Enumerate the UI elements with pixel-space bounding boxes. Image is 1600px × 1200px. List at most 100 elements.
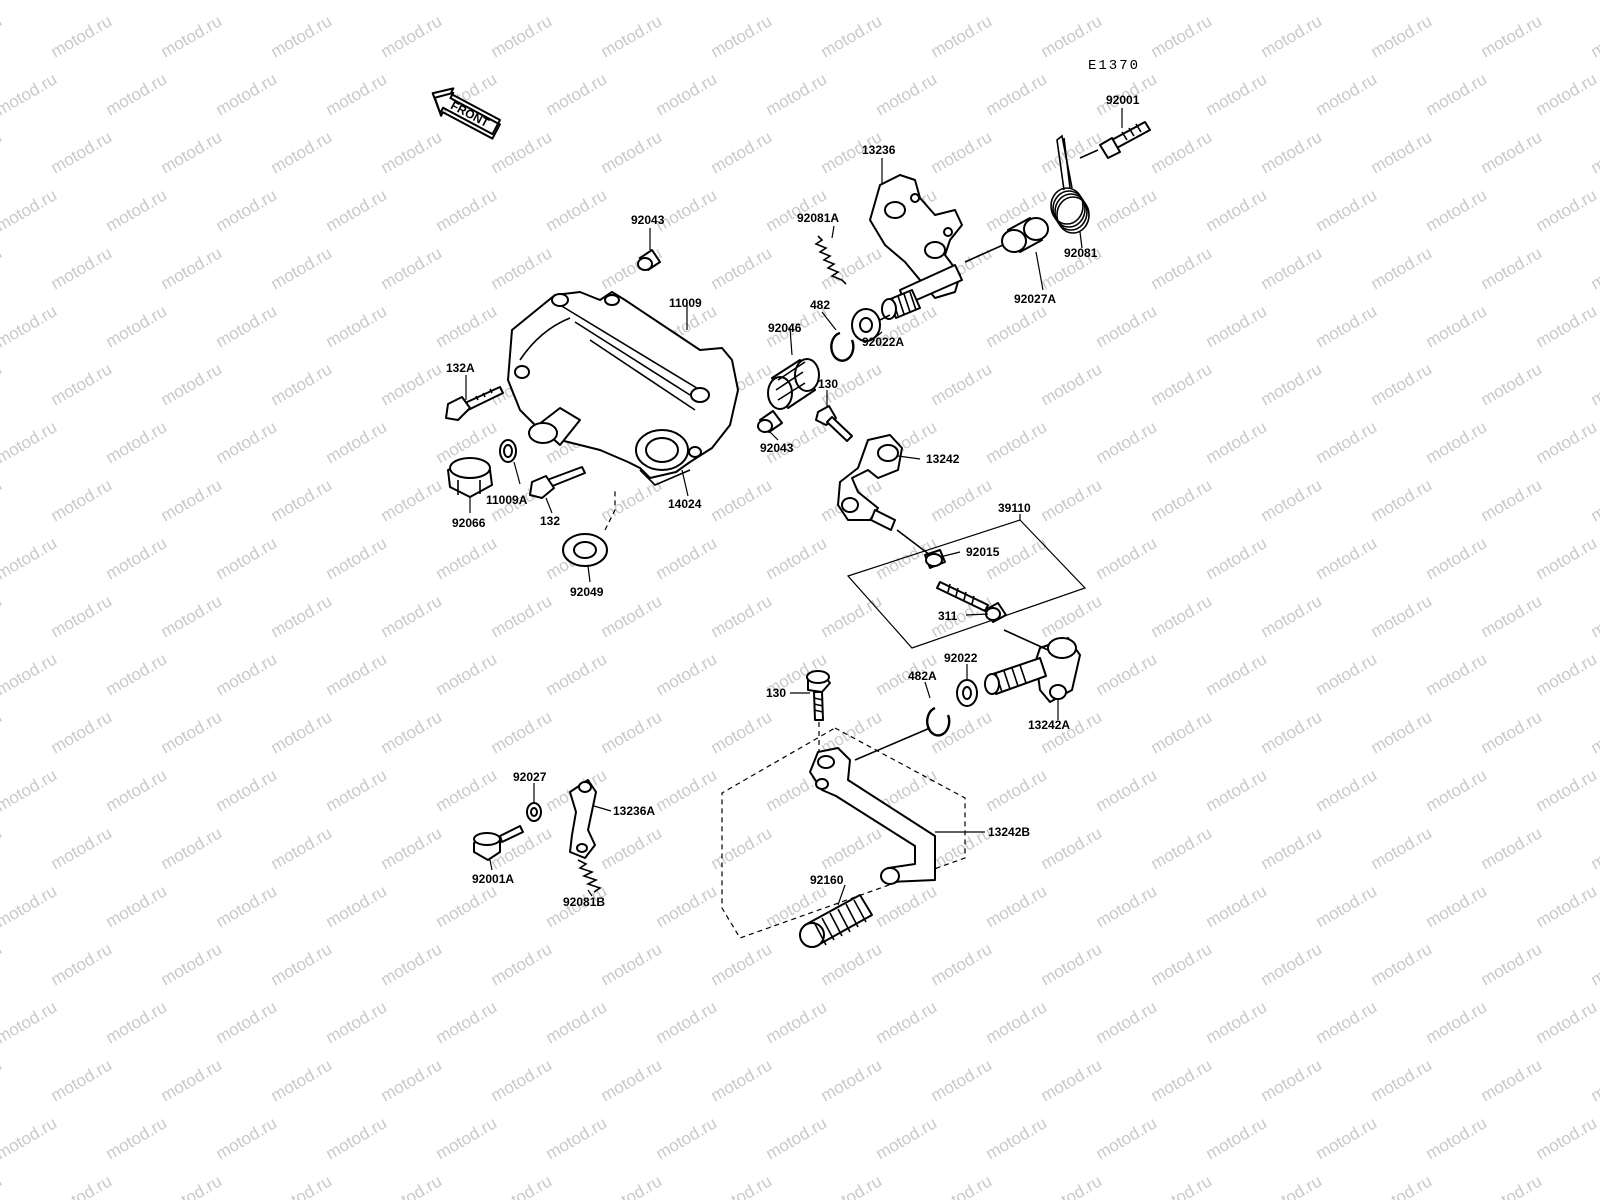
watermark-text: motod.ru	[708, 475, 776, 525]
part-label-92001a: 92001A	[472, 872, 514, 886]
watermark-text: motod.ru	[1148, 1171, 1216, 1200]
watermark-text: motod.ru	[1038, 707, 1106, 757]
watermark-text: motod.ru	[488, 1171, 556, 1200]
watermark-text: motod.ru	[1588, 939, 1600, 989]
watermark-text: motod.ru	[983, 0, 1051, 3]
watermark-text: motod.ru	[818, 591, 886, 641]
watermark-text: motod.ru	[873, 69, 941, 119]
watermark-text: motod.ru	[1203, 997, 1271, 1047]
watermark-text: motod.ru	[598, 591, 666, 641]
watermark-text: motod.ru	[1478, 11, 1546, 61]
watermark-text: motod.ru	[1533, 649, 1600, 699]
watermark-text: motod.ru	[323, 301, 391, 351]
watermark-text: motod.ru	[653, 185, 721, 235]
part-label-482a: 482A	[908, 669, 937, 683]
watermark-text: motod.ru	[1038, 1055, 1106, 1105]
watermark-text: motod.ru	[1093, 0, 1161, 3]
part-label-132a: 132A	[446, 361, 475, 375]
watermark-text: motod.ru	[323, 533, 391, 583]
watermark-text: motod.ru	[0, 765, 60, 815]
watermark-text: motod.ru	[0, 475, 5, 525]
watermark-text: motod.ru	[1368, 707, 1436, 757]
watermark-text: motod.ru	[0, 1055, 5, 1105]
watermark-text: motod.ru	[323, 881, 391, 931]
watermark-text: motod.ru	[1313, 881, 1381, 931]
watermark-text: motod.ru	[1313, 649, 1381, 699]
watermark-text: motod.ru	[433, 649, 501, 699]
watermark-text: motod.ru	[1203, 0, 1271, 3]
watermark-text: motod.ru	[103, 301, 171, 351]
watermark-text: motod.ru	[763, 1113, 831, 1163]
watermark-text: motod.ru	[708, 591, 776, 641]
watermark-text: motod.ru	[1258, 823, 1326, 873]
watermark-text: motod.ru	[488, 127, 556, 177]
watermark-text: motod.ru	[0, 0, 60, 3]
part-label-132: 132	[540, 514, 560, 528]
tie-rod-assembly-39110-drawing	[846, 519, 1087, 649]
watermark-text: motod.ru	[1478, 591, 1546, 641]
watermark-text: motod.ru	[1148, 127, 1216, 177]
watermark-text: motod.ru	[1093, 881, 1161, 931]
watermark-text: motod.ru	[0, 591, 5, 641]
watermark-text: motod.ru	[103, 533, 171, 583]
arm-13242a-drawing	[984, 629, 1081, 703]
watermark-text: motod.ru	[488, 707, 556, 757]
snap-ring-482-drawing	[830, 331, 855, 362]
watermark-text: motod.ru	[1588, 1055, 1600, 1105]
watermark-text: motod.ru	[1258, 475, 1326, 525]
watermark-text: motod.ru	[1533, 997, 1600, 1047]
watermark-text: motod.ru	[543, 649, 611, 699]
watermark-text: motod.ru	[598, 127, 666, 177]
washer-92027-drawing	[526, 802, 542, 822]
watermark-text: motod.ru	[1533, 881, 1600, 931]
dowel-92043-top-drawing	[637, 249, 661, 271]
part-label-92081: 92081	[1064, 246, 1098, 260]
watermark-text: motod.ru	[1478, 243, 1546, 293]
part-label-13242: 13242	[926, 452, 960, 466]
watermark-text: motod.ru	[1038, 359, 1106, 409]
watermark-text: motod.ru	[1368, 243, 1436, 293]
watermark-text: motod.ru	[378, 359, 446, 409]
watermark-text: motod.ru	[1588, 243, 1600, 293]
watermark-text: motod.ru	[1038, 475, 1106, 525]
watermark-text: motod.ru	[323, 997, 391, 1047]
watermark-text: motod.ru	[1313, 533, 1381, 583]
shift-mechanism-arm-13236-drawing	[869, 174, 963, 320]
watermark-text: motod.ru	[1313, 765, 1381, 815]
watermark-text: motod.ru	[543, 997, 611, 1047]
watermark-text: motod.ru	[543, 0, 611, 3]
watermark-text: motod.ru	[1148, 475, 1216, 525]
part-label-13242b: 13242B	[988, 825, 1030, 839]
watermark-text: motod.ru	[0, 69, 60, 119]
watermark-text: motod.ru	[433, 881, 501, 931]
watermark-text: motod.ru	[0, 939, 5, 989]
watermark-text: motod.ru	[708, 243, 776, 293]
watermark-text: motod.ru	[158, 707, 226, 757]
watermark-text: motod.ru	[1313, 997, 1381, 1047]
watermark-text: motod.ru	[1588, 127, 1600, 177]
watermark-text: motod.ru	[928, 1171, 996, 1200]
washer-11009a-drawing	[499, 439, 517, 463]
watermark-text: motod.ru	[1038, 1171, 1106, 1200]
watermark-text: motod.ru	[1148, 1055, 1216, 1105]
part-label-92001: 92001	[1106, 93, 1140, 107]
watermark-text: motod.ru	[1093, 1113, 1161, 1163]
watermark-text: motod.ru	[983, 881, 1051, 931]
watermark-text: motod.ru	[1148, 243, 1216, 293]
watermark-text: motod.ru	[213, 1113, 281, 1163]
watermark-text: motod.ru	[433, 301, 501, 351]
watermark-text: motod.ru	[1093, 649, 1161, 699]
watermark-text: motod.ru	[48, 939, 116, 989]
watermark-text: motod.ru	[1533, 0, 1600, 3]
part-label-13236a: 13236A	[613, 804, 655, 818]
watermark-text: motod.ru	[1533, 765, 1600, 815]
watermark-text: motod.ru	[708, 707, 776, 757]
watermark-text: motod.ru	[1533, 417, 1600, 467]
watermark-text: motod.ru	[0, 11, 5, 61]
watermark-text: motod.ru	[983, 997, 1051, 1047]
watermark-text: motod.ru	[488, 243, 556, 293]
watermark-text: motod.ru	[598, 1055, 666, 1105]
bolt-130-bottom-drawing	[806, 670, 831, 752]
watermark-text: motod.ru	[1093, 765, 1161, 815]
watermark-text: motod.ru	[1203, 649, 1271, 699]
